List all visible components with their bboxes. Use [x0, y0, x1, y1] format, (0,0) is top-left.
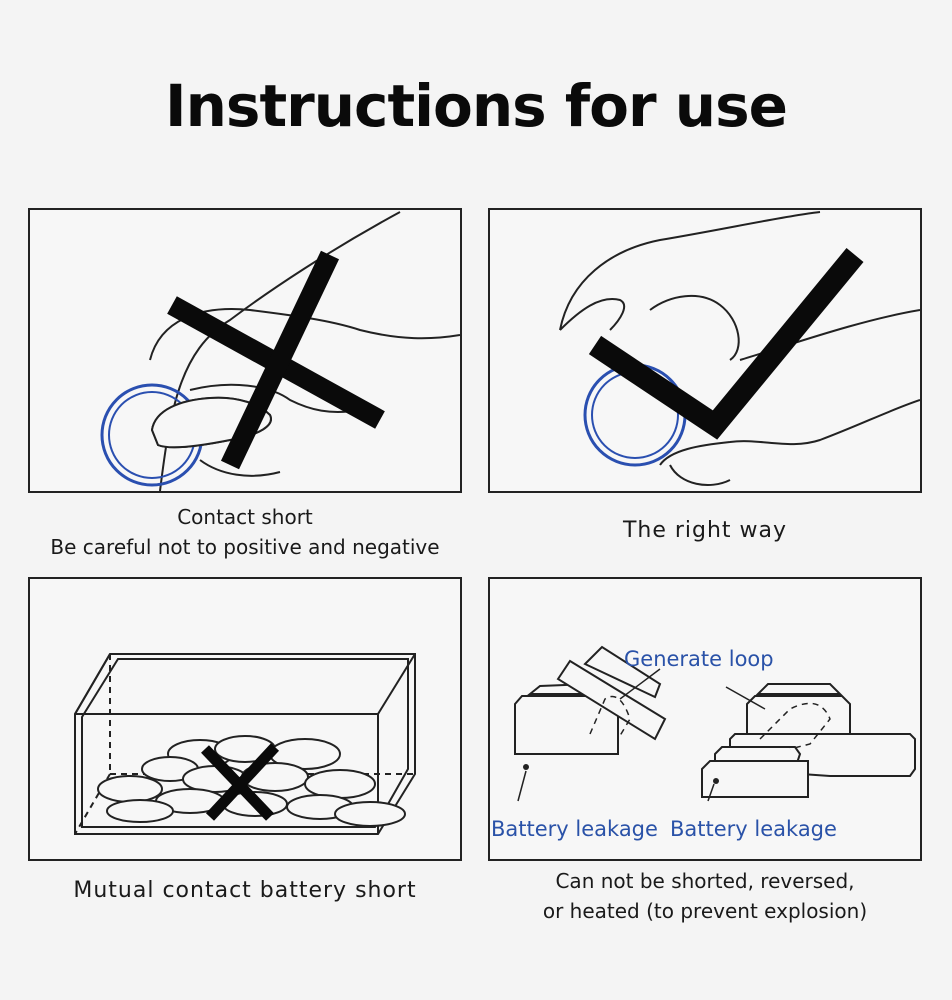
caption-right-way: The right way	[622, 518, 788, 543]
label-generate-loop: Generate loop	[624, 647, 774, 671]
hand-holding-battery-correct-illustration	[559, 211, 920, 486]
check-mark	[588, 248, 864, 440]
coin-batteries	[97, 735, 406, 827]
x-mark-stroke-2	[220, 250, 340, 470]
label-battery-leakage-left: Battery leakage	[491, 817, 658, 841]
stacked-batteries-illustration	[514, 645, 916, 802]
label-battery-leakage-right: Battery leakage	[670, 817, 837, 841]
caption-warning: Can not be shorted, reversed, or heated …	[542, 869, 868, 923]
panel-right-way	[488, 208, 922, 493]
hand-holding-battery-wrong-illustration	[100, 211, 460, 491]
panel-generate-loop: Generate loop Battery leakage Battery le…	[488, 577, 922, 861]
panel-mutual-contact	[28, 577, 462, 861]
page-title: Instructions for use	[165, 72, 788, 140]
caption-mutual-contact: Mutual contact battery short	[73, 878, 417, 903]
caption-contact-short: Contact short Be careful not to positive…	[50, 505, 440, 559]
panel-contact-short	[28, 208, 462, 493]
box-of-batteries-illustration	[74, 653, 416, 835]
